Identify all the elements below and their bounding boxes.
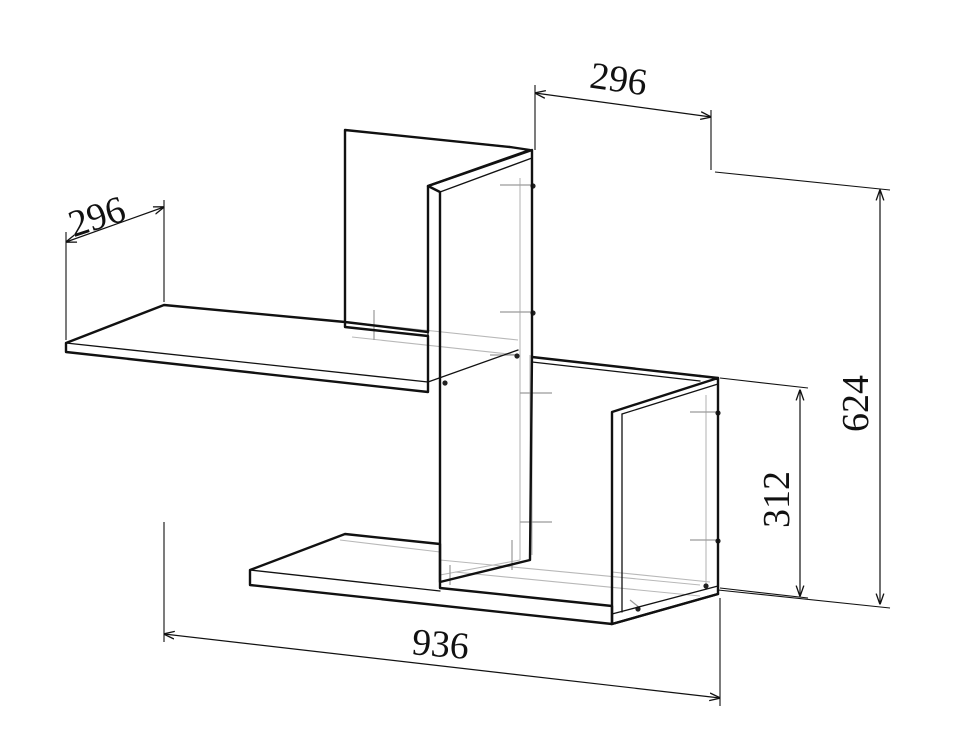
- left-depth-label: 296: [63, 188, 130, 246]
- hidden-lines: [339, 170, 711, 597]
- lower-shelf-board: [248, 532, 720, 626]
- top-depth-label: 296: [587, 55, 649, 105]
- dimension-total-width: 936: [164, 522, 720, 706]
- dimension-lower-height: 312: [719, 377, 809, 599]
- connector-pins: [373, 183, 721, 612]
- upper-shelf-board: [64, 303, 519, 394]
- dimension-top-depth: 296: [535, 55, 711, 170]
- dimension-total-height: 624: [714, 171, 891, 609]
- total-width-label: 936: [410, 621, 470, 668]
- lower-height-label: 312: [756, 471, 798, 528]
- dimension-left-depth: 296: [63, 188, 164, 340]
- right-side-panel: [530, 355, 720, 626]
- center-divider-panel: [426, 148, 534, 584]
- total-height-label: 624: [835, 375, 877, 432]
